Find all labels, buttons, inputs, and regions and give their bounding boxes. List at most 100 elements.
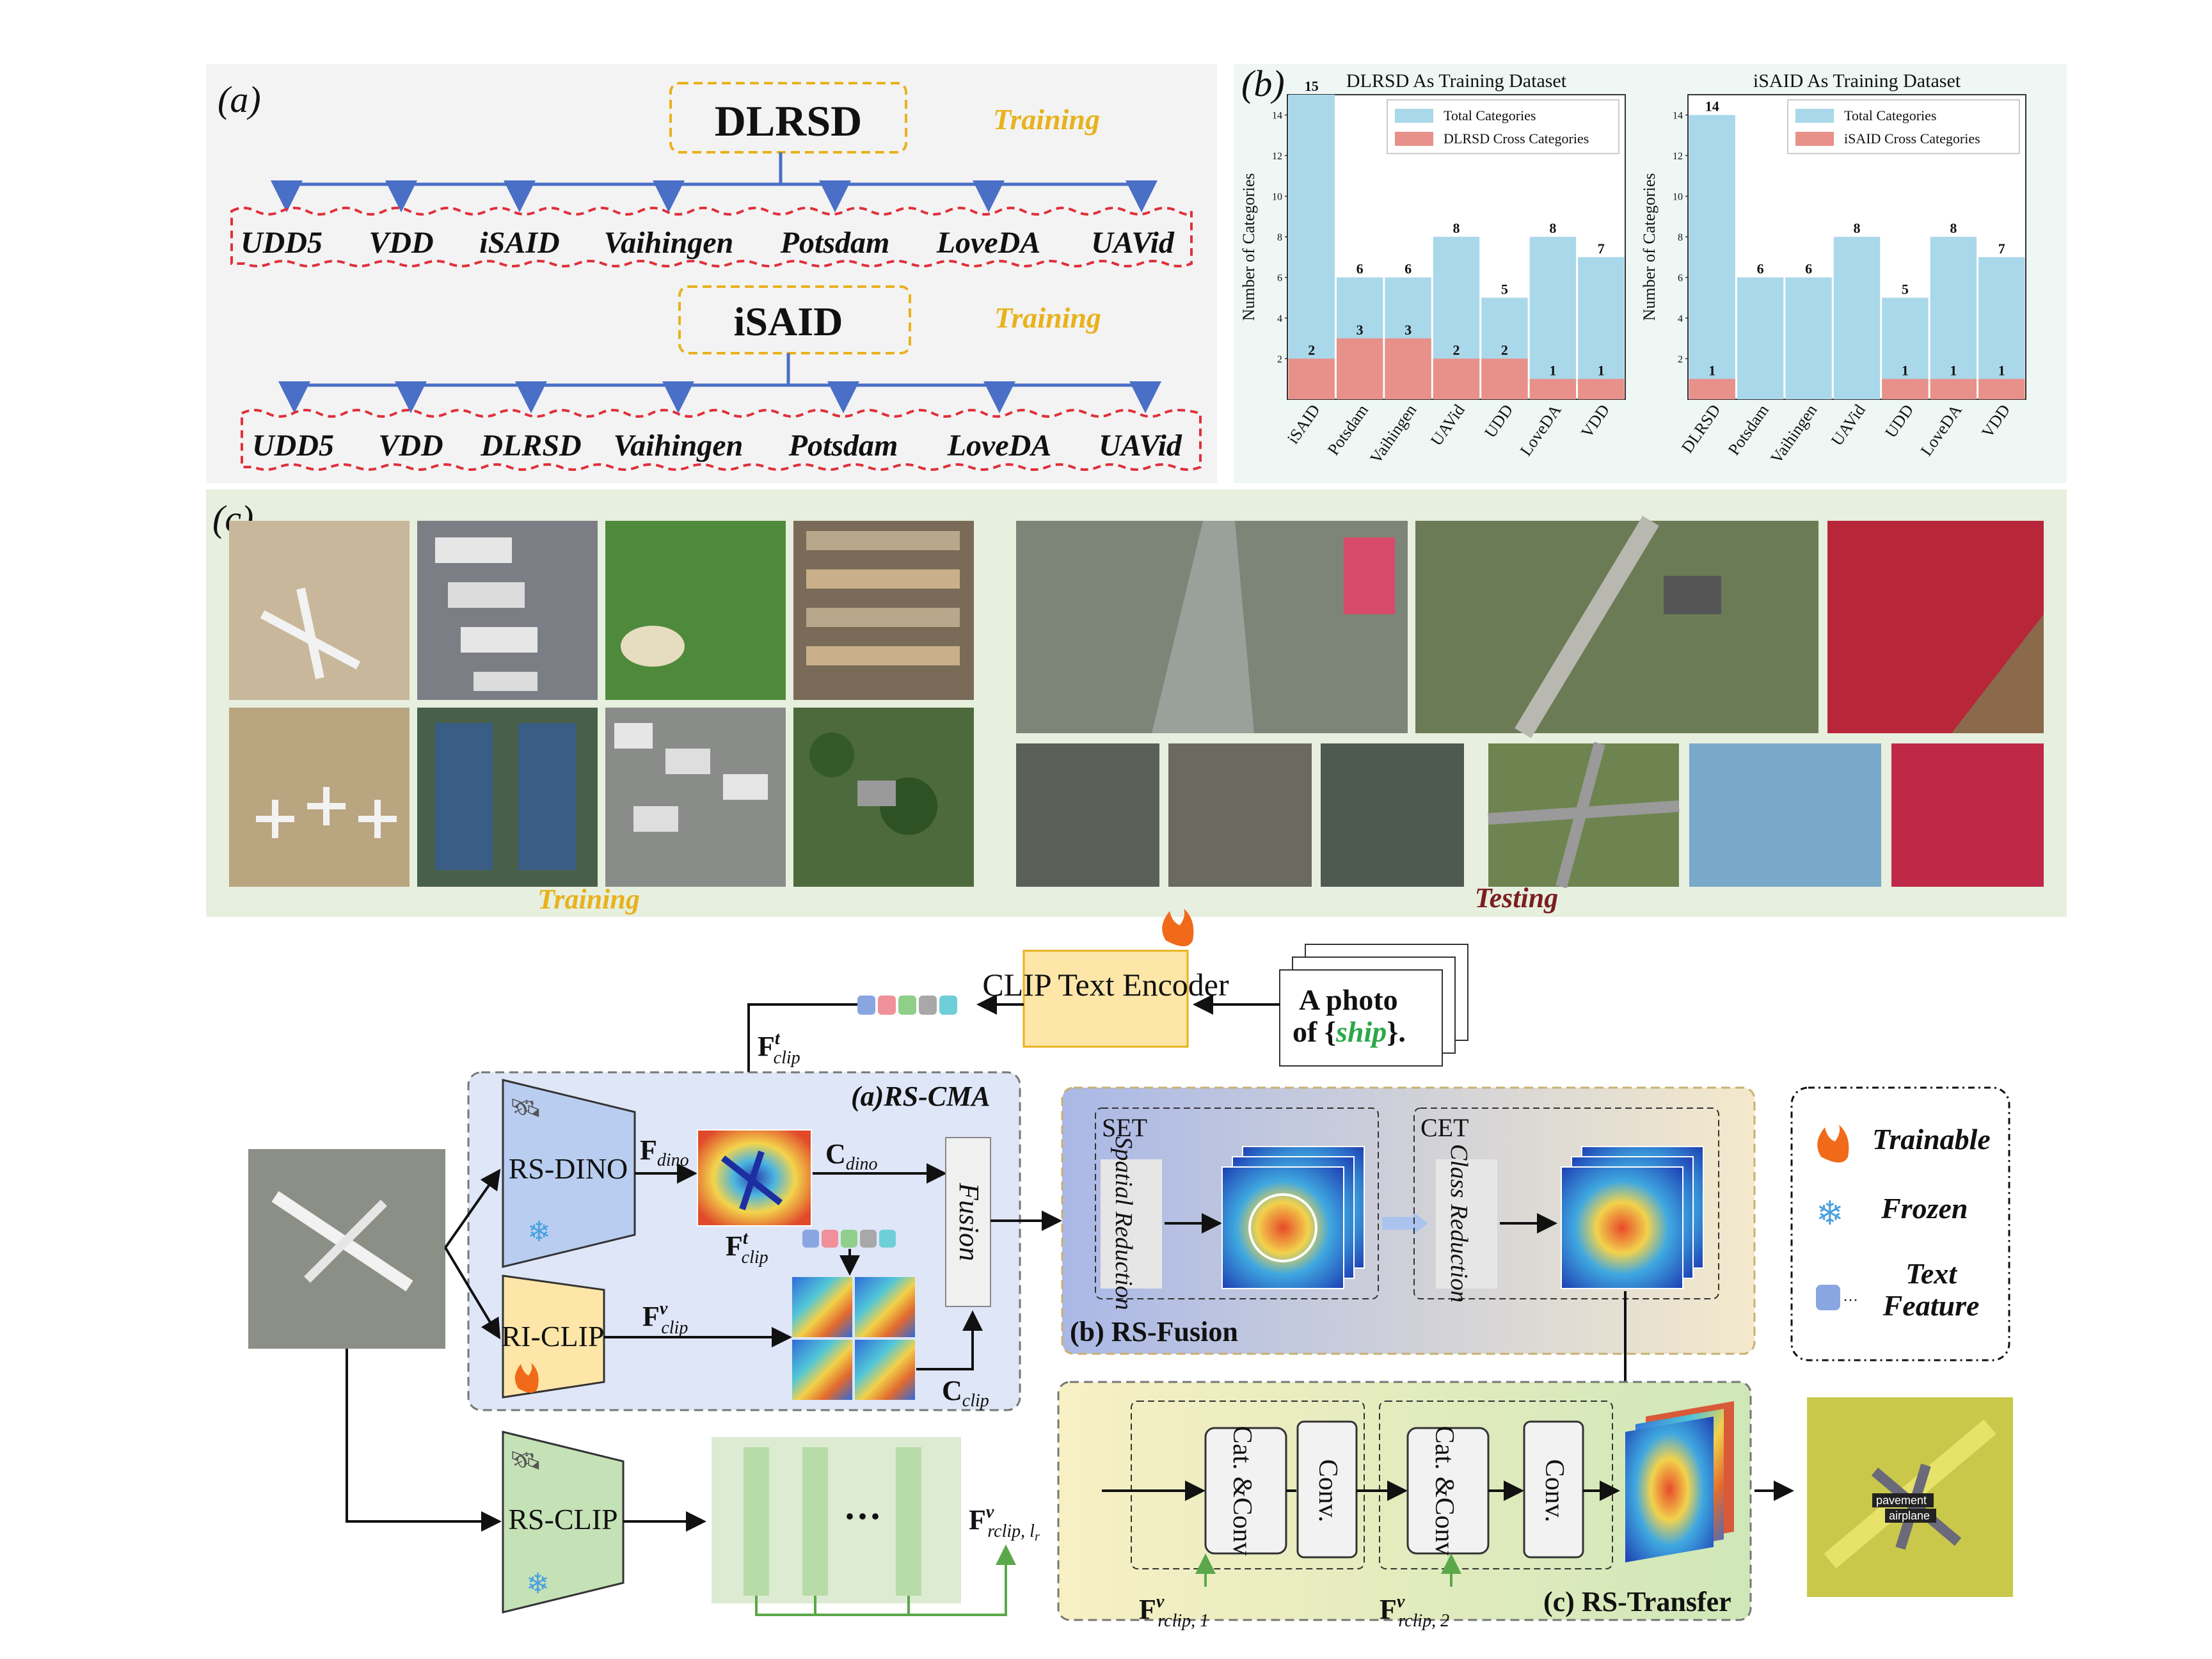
training-image-planes [229,708,410,887]
tree1-root-box [669,82,907,154]
transfer-stage-1 [1131,1401,1365,1569]
chart-bar-total [1737,277,1784,399]
tree2-child: VDD [378,429,443,463]
testing-caption: Testing [1475,882,1558,914]
chart-bar-cross [1930,379,1977,399]
input-to-rsclip-arrow [346,1349,502,1532]
rs-clip-block [502,1431,625,1614]
chart-ytick-label: 2 [1678,354,1683,365]
chart-ytick-label: 10 [1673,192,1683,203]
tree2-root: iSAID [734,299,843,344]
chart-bar-cross [1385,338,1431,399]
tree1-child: Vaihingen [604,226,734,260]
input-to-riclip-arrow [444,1246,501,1340]
prompt-line-2: of {ship}. [1293,1015,1406,1048]
spatial-reduction-box [1101,1159,1162,1289]
conv-2-label: Conv. [1540,1459,1569,1523]
rs-dino-label: RS-DINO [509,1152,628,1185]
tree1-root: DLRSD [715,97,863,145]
tree2-child: Potsdam [788,429,898,463]
chart-title: iSAID As Training Dataset [1753,70,1961,91]
cet-box [1413,1107,1719,1299]
chart-ylabel: Number of Categories [1640,173,1659,321]
chart-bar-cross [1481,358,1528,399]
output-label-airplane: airplane [1889,1509,1930,1522]
satellite-icon: 🛰 [509,1446,542,1475]
chart-total-label: 8 [1950,220,1957,236]
chart-cross-label: 2 [1308,342,1315,358]
c-dino-label: Cdino [825,1138,878,1174]
legend-frozen: Frozen [1881,1192,1968,1225]
prompt-card [1279,969,1443,1067]
chart-cross-label: 1 [1950,362,1957,378]
spatial-reduction-label: Spatial Reduction [1110,1136,1137,1310]
rs-cma-title: (a)RS-CMA [851,1081,991,1112]
conv-1-label: Conv. [1313,1459,1342,1523]
class-reduction-box [1436,1159,1497,1289]
tree1-child: UDD5 [241,226,322,260]
chart-total-label: 14 [1705,99,1719,115]
testing-image-1 [1016,743,1159,887]
panel-a-background [206,64,1217,483]
chart-bar-cross [1689,379,1735,399]
chart-bar-total [1930,237,1977,399]
tree2-child: DLRSD [480,429,581,463]
snowflake-icon: ❄ [527,1216,551,1248]
chart-bar-cross [1288,358,1335,399]
chart-legend-swatch [1395,109,1433,123]
tree1-training-tag: Training [993,103,1100,136]
text-feature-tokens-top [857,996,957,1015]
panel-a-label: (a) [218,79,261,120]
fusion-box [945,1137,991,1307]
rs-clip-label: RS-CLIP [508,1503,617,1536]
output-label-pavement-tag [1872,1493,1934,1507]
chart-cross-label: 2 [1453,342,1460,358]
legend-text-feature-2: Feature [1882,1289,1980,1322]
chart-ytick-label: 8 [1678,232,1683,243]
rs-fusion-title: (b) RS-Fusion [1070,1316,1238,1347]
chart-ytick-label: 8 [1277,232,1282,243]
chart-ytick-label: 12 [1673,151,1683,162]
set-box [1095,1107,1379,1299]
output-label-airplane-tag [1885,1509,1936,1523]
chart-total-label: 8 [1854,220,1861,236]
chart-ytick-label: 14 [1272,111,1282,122]
chart-cross-label: 3 [1404,322,1412,338]
chart-legend-swatch [1395,132,1433,146]
chart-legend-swatch [1795,109,1834,123]
chart-ytick-label: 2 [1277,354,1282,365]
chart-legend-label: Total Categories [1844,107,1936,123]
chart-cross-label: 2 [1501,342,1508,358]
chart-total-label: 7 [1998,241,2005,257]
clip-similarity-map [792,1277,915,1400]
c-clip-label: Cclip [942,1375,989,1411]
cat-conv-2-label: Cat. &Conv [1429,1425,1459,1555]
tree1-child: LoveDA [936,226,1041,260]
chart-bar-total [1288,95,1335,399]
c-clip-arrow [916,1310,983,1370]
text-feature-tokens-mid [802,1230,896,1248]
chart-bar-total [1578,257,1625,399]
chart-bar-cross [1978,379,2025,399]
output-label-pavement: pavement [1876,1494,1927,1507]
airplane-shape [260,587,361,679]
chart-legend-swatch [1795,132,1834,146]
tree2-child: UAVid [1099,429,1182,463]
chart-bar-cross [1882,379,1929,399]
cat-conv-1-label: Cat. &Conv [1227,1425,1257,1555]
chart-cross-label: 3 [1357,322,1364,338]
chart-bar-total [1978,257,2025,399]
testing-image-infrared-2 [1891,743,2044,887]
chart-ytick-label: 4 [1678,314,1683,324]
rsclip-layer [896,1447,921,1596]
ri-clip-block [502,1274,605,1399]
fire-icon [1817,1125,1849,1163]
cet-label: CET [1420,1113,1469,1142]
tree2-drops [278,381,1161,413]
chart-ylabel: Number of Categories [1239,173,1258,321]
